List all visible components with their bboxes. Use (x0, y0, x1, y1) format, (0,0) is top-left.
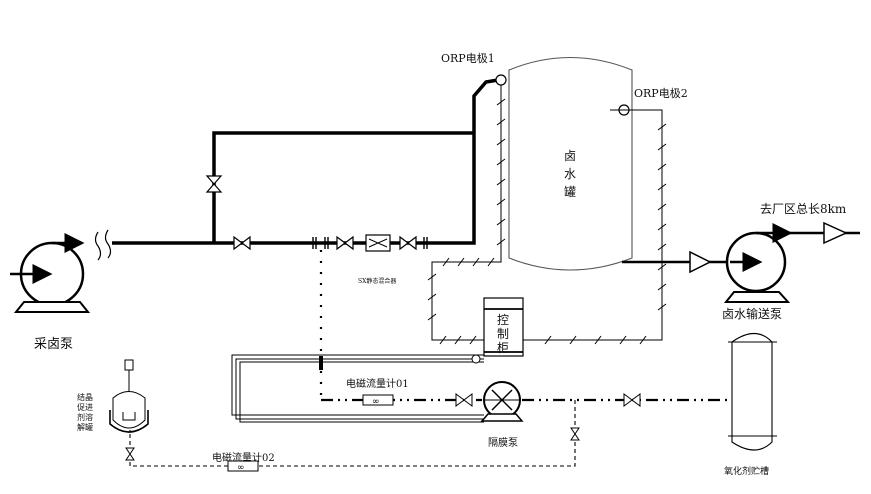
orp-electrode-1-label: ORP电极1 (441, 51, 495, 65)
brine-tank-label-3: 罐 (564, 185, 576, 199)
to-plant-label: 去厂区总长8km (760, 202, 847, 216)
diaphragm-pump-label: 隔膜泵 (488, 437, 518, 449)
crystal-dissolution-tank[interactable] (109, 359, 149, 433)
mixer-valve-out[interactable] (399, 235, 417, 251)
check-valve-icon (689, 250, 712, 274)
orp-electrode-1[interactable] (495, 74, 507, 86)
flange-pair-1 (312, 237, 329, 249)
control-cable (231, 354, 484, 423)
transfer-pipe-out (790, 221, 860, 245)
brine-tank-label-2: 水 (564, 167, 576, 181)
brine-transfer-pump[interactable] (723, 223, 793, 303)
flange-pair-2 (423, 237, 428, 249)
bypass-valve[interactable] (205, 175, 223, 193)
main-valve-1[interactable] (233, 235, 251, 251)
brine-tank[interactable] (508, 56, 633, 271)
oxidant-valve[interactable] (623, 393, 641, 407)
dosing-line-crystal (125, 400, 580, 467)
signal-wiring (427, 85, 667, 345)
control-cabinet[interactable] (483, 297, 524, 357)
control-cabinet-label-3: 柜 (497, 341, 509, 355)
svg-text:∞: ∞ (372, 397, 380, 407)
pipe-break-icon (94, 229, 112, 261)
orp-electrode-2-label: ORP电极2 (634, 86, 688, 100)
flowmeter-01-label: 电磁流量计01 (346, 377, 409, 390)
flowmeter-02-label: 电磁流量计02 (212, 451, 275, 464)
main-brine-pipe (112, 78, 499, 245)
crystal-tank-label-2: 促进 (77, 402, 93, 412)
dosing-line-oxidant (319, 250, 732, 402)
brine-tank-label-1: 卤 (564, 149, 576, 163)
brine-transfer-pump-label: 卤水输送泵 (722, 306, 782, 321)
brine-pump-label: 采卤泵 (34, 336, 73, 352)
control-cabinet-label-1: 控 (497, 313, 509, 327)
static-mixer[interactable] (365, 234, 391, 252)
diaphragm-pump[interactable] (480, 381, 524, 422)
outlet-check-valve-icon (823, 221, 848, 245)
oxidant-tank-label: 氧化剂贮槽 (724, 465, 769, 477)
static-mixer-label: SX静态混合器 (358, 277, 396, 285)
crystal-tank-label-1: 结晶 (77, 392, 93, 402)
control-cabinet-label-2: 制 (497, 327, 509, 341)
crystal-tank-label-4: 解罐 (77, 422, 93, 432)
crystal-tank-label-3: 剂溶 (77, 412, 93, 422)
svg-text:∞: ∞ (237, 463, 245, 473)
mixer-valve-in[interactable] (336, 235, 354, 251)
flowmeter-01[interactable]: ∞ (362, 394, 394, 407)
oxidant-tank[interactable] (728, 332, 777, 451)
crystal-line-valve[interactable] (570, 427, 580, 441)
brine-pump[interactable] (10, 233, 91, 313)
crystal-tank-valve[interactable] (125, 447, 135, 461)
diaphragm-pump-valve[interactable] (455, 393, 473, 407)
flowmeter-02[interactable]: ∞ (227, 460, 259, 473)
